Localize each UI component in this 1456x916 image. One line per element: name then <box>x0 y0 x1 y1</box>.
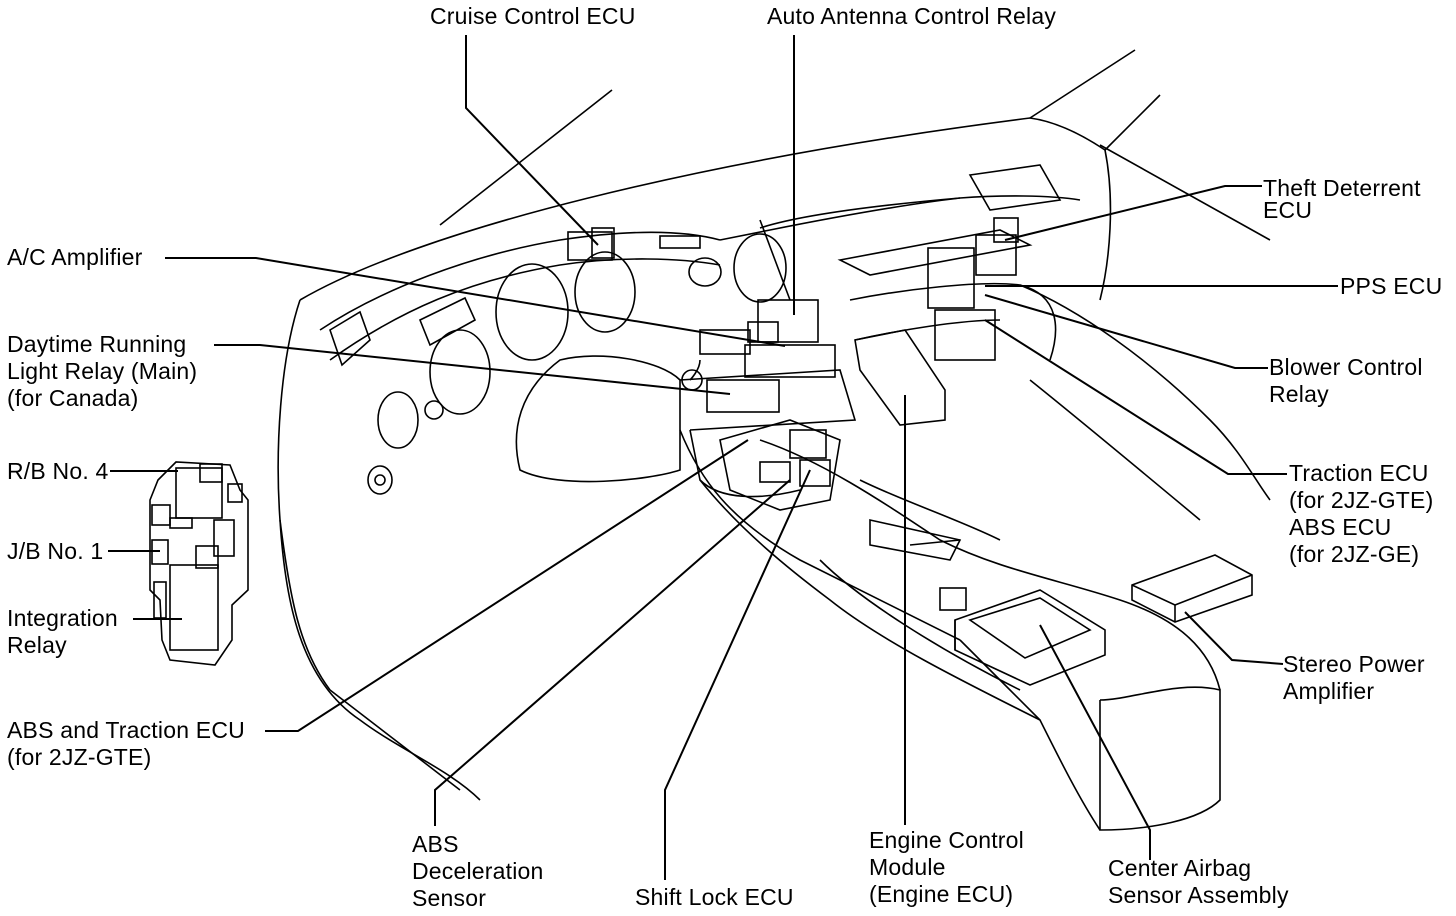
label-engine-control-module: Engine Control Module (Engine ECU) <box>869 827 1024 908</box>
label-line: Sensor <box>412 885 487 911</box>
label-line: (for 2JZ-GTE) <box>7 744 152 770</box>
label-line: Light Relay (Main) <box>7 358 198 384</box>
leader-shift-lock <box>664 469 811 880</box>
label-text: PPS ECU <box>1340 273 1443 299</box>
label-center-airbag-sensor: Center Airbag Sensor Assembly <box>1108 855 1289 909</box>
leader-abs-traction-ecu <box>265 439 749 732</box>
label-abs-traction-ecu: ABS and Traction ECU (for 2JZ-GTE) <box>7 717 245 771</box>
label-line: Center Airbag <box>1108 855 1252 881</box>
label-text: Cruise Control ECU <box>430 3 636 29</box>
leader-traction-ecu <box>984 319 1287 475</box>
leader-cruise-control <box>465 35 599 246</box>
label-daytime-running-light-relay: Daytime Running Light Relay (Main) (for … <box>7 331 197 412</box>
leader-center-airbag <box>1039 624 1151 860</box>
label-blower-control-relay: Blower Control Relay <box>1269 354 1423 408</box>
label-line: ABS <box>412 831 459 857</box>
dashboard-art <box>149 49 1271 831</box>
label-line: Daytime Running <box>7 331 187 357</box>
label-jb-no1: J/B No. 1 <box>7 538 103 565</box>
label-line: Relay <box>1269 381 1329 407</box>
label-line: Theft Deterrent <box>1263 175 1421 201</box>
label-theft-deterrent-ecu: Theft Deterrent ECU <box>1263 175 1421 224</box>
leader-abs-decel-sensor <box>434 479 791 826</box>
label-text: Shift Lock ECU <box>635 884 794 910</box>
label-line: Stereo Power <box>1283 651 1425 677</box>
label-line: Sensor Assembly <box>1108 882 1289 908</box>
label-abs-deceleration-sensor: ABS Deceleration Sensor <box>412 831 544 912</box>
label-shift-lock-ecu: Shift Lock ECU <box>635 884 794 911</box>
label-line: Traction ECU <box>1289 460 1429 486</box>
leader-blower-control <box>984 294 1268 369</box>
label-pps-ecu: PPS ECU <box>1340 273 1442 300</box>
label-auto-antenna-control-relay: Auto Antenna Control Relay <box>767 3 1056 30</box>
label-traction-abs-ecu: Traction ECU (for 2JZ-GTE) ABS ECU (for … <box>1289 460 1433 568</box>
label-stereo-power-amplifier: Stereo Power Amplifier <box>1283 651 1425 705</box>
leader-theft-deterrent <box>1004 185 1262 241</box>
label-text: R/B No. 4 <box>7 458 109 484</box>
label-ac-amplifier: A/C Amplifier <box>7 244 143 271</box>
label-line: (Engine ECU) <box>869 881 1014 907</box>
label-text: A/C Amplifier <box>7 244 143 270</box>
label-integration-relay: Integration Relay <box>7 605 118 659</box>
label-text: J/B No. 1 <box>7 538 104 564</box>
leader-lines <box>108 35 1338 880</box>
label-line: Integration <box>7 605 118 631</box>
leader-stereo-amp <box>1184 611 1284 665</box>
label-rb-no4: R/B No. 4 <box>7 458 109 485</box>
label-line: Engine Control <box>869 827 1024 853</box>
leader-drl-relay <box>214 344 731 395</box>
label-line: ABS ECU <box>1289 514 1392 540</box>
leader-ac-amplifier <box>165 257 786 347</box>
label-text: Auto Antenna Control Relay <box>767 3 1057 29</box>
label-line: Deceleration <box>412 858 544 884</box>
label-cruise-control-ecu: Cruise Control ECU <box>430 3 636 30</box>
label-line: (for 2JZ-GTE) <box>1289 487 1434 513</box>
label-line: Blower Control <box>1269 354 1423 380</box>
label-line: Amplifier <box>1283 678 1375 704</box>
label-line: Module <box>869 854 946 880</box>
label-line: (for 2JZ-GE) <box>1289 541 1420 567</box>
label-line: (for Canada) <box>7 385 139 411</box>
label-line: ECU <box>1263 197 1313 223</box>
label-line: Relay <box>7 632 67 658</box>
label-line: ABS and Traction ECU <box>7 717 245 743</box>
